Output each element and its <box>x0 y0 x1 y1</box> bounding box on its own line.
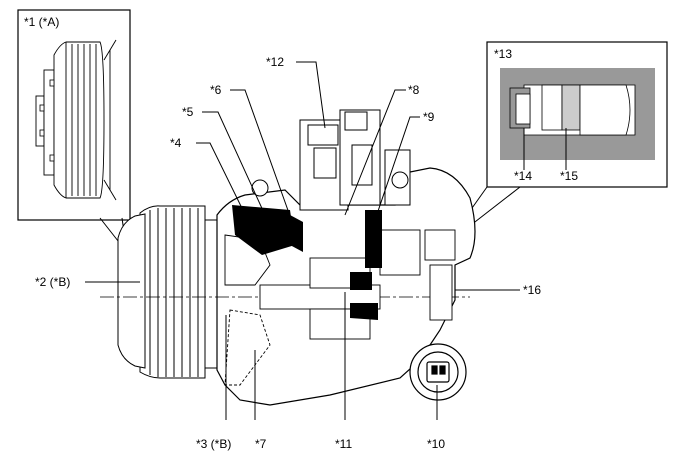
label-2: *2 (*B) <box>35 275 70 289</box>
label-10: *10 <box>427 437 445 451</box>
label-7: *7 <box>255 437 267 451</box>
label-6: *6 <box>210 83 222 97</box>
label-15: *15 <box>560 169 578 183</box>
label-1: *1 (*A) <box>24 15 59 29</box>
label-11: *11 <box>335 437 352 451</box>
label-13: *13 <box>494 47 512 61</box>
label-16: *16 <box>523 283 541 297</box>
inset-pulley-side-view <box>17 9 131 247</box>
leader-lines <box>85 61 520 420</box>
label-9: *9 <box>423 110 435 124</box>
callout-labels: *1 (*A) *2 (*B) *3 (*B) *4 *5 *6 *7 *8 *… <box>24 15 578 451</box>
label-3: *3 (*B) <box>196 437 231 451</box>
label-4: *4 <box>170 136 182 150</box>
label-5: *5 <box>182 105 194 119</box>
compressor-body <box>100 109 476 406</box>
label-14: *14 <box>514 169 532 183</box>
label-12: *12 <box>266 55 284 69</box>
inset-valve-detail <box>454 41 668 233</box>
label-8: *8 <box>408 83 420 97</box>
